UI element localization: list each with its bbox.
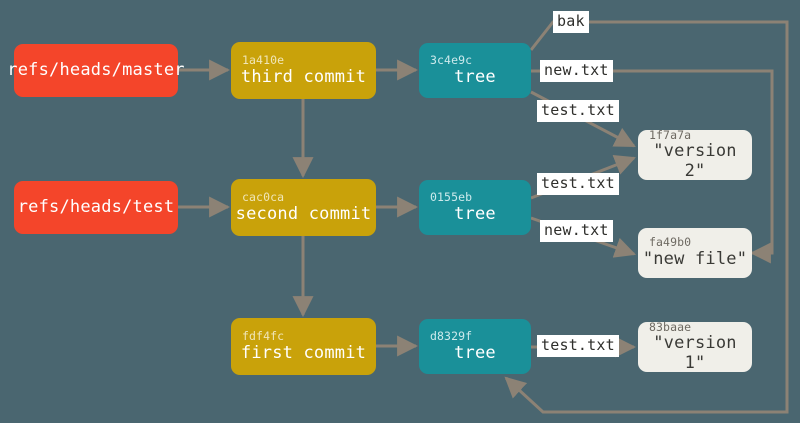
node-blob-fa49b0[interactable]: fa49b0 "new file" bbox=[638, 228, 752, 278]
node-tree-3c4e9c[interactable]: 3c4e9c tree bbox=[419, 43, 531, 98]
node-commit-third[interactable]: 1a410e third commit bbox=[231, 42, 376, 99]
node-blob-1f7a7a[interactable]: 1f7a7a "version 2" bbox=[638, 127, 752, 181]
edge-label-test-txt-bottom: test.txt bbox=[537, 335, 619, 357]
node-ref-test[interactable]: refs/heads/test bbox=[14, 181, 178, 234]
blob-1f7a7a-hash: 1f7a7a bbox=[649, 127, 692, 142]
edge-label-new-txt-middle: new.txt bbox=[540, 220, 613, 242]
tree-3c4e9c-label: tree bbox=[454, 66, 496, 87]
edge-label-new-txt-top: new.txt bbox=[540, 60, 613, 82]
blob-fa49b0-hash: fa49b0 bbox=[649, 235, 692, 250]
tree-d8329f-label: tree bbox=[454, 342, 496, 363]
tree-3c4e9c-hash: 3c4e9c bbox=[430, 52, 473, 67]
blob-fa49b0-label: "new file" bbox=[642, 249, 748, 270]
commit-first-label: first commit bbox=[240, 342, 367, 363]
blob-1f7a7a-label: "version 2" bbox=[653, 141, 737, 181]
commit-third-hash: 1a410e bbox=[242, 52, 285, 67]
node-tree-0155eb[interactable]: 0155eb tree bbox=[419, 180, 531, 235]
blob-83baae-label: "version 1" bbox=[653, 333, 737, 373]
node-commit-second[interactable]: cac0ca second commit bbox=[231, 179, 376, 236]
commit-third-label: third commit bbox=[240, 66, 367, 87]
commit-second-label: second commit bbox=[235, 203, 372, 224]
tree-0155eb-hash: 0155eb bbox=[430, 189, 473, 204]
edge-tree3-bak bbox=[504, 20, 789, 414]
tree-0155eb-label: tree bbox=[454, 203, 496, 224]
commit-first-hash: fdf4fc bbox=[242, 328, 285, 343]
ref-master-label: refs/heads/master bbox=[7, 59, 185, 80]
ref-test-label: refs/heads/test bbox=[17, 196, 175, 217]
node-ref-master[interactable]: refs/heads/master bbox=[7, 44, 185, 97]
edge-tree3-newtxt bbox=[531, 69, 774, 264]
tree-d8329f-hash: d8329f bbox=[430, 328, 473, 343]
blob-83baae-hash: 83baae bbox=[649, 319, 692, 334]
node-tree-d8329f[interactable]: d8329f tree bbox=[419, 319, 531, 374]
node-commit-first[interactable]: fdf4fc first commit bbox=[231, 318, 376, 375]
edge-label-test-txt-middle: test.txt bbox=[537, 173, 619, 195]
edge-label-bak: bak bbox=[553, 11, 589, 33]
edge-label-test-txt-top: test.txt bbox=[537, 100, 619, 122]
commit-second-hash: cac0ca bbox=[242, 189, 285, 204]
node-blob-83baae[interactable]: 83baae "version 1" bbox=[638, 319, 752, 373]
